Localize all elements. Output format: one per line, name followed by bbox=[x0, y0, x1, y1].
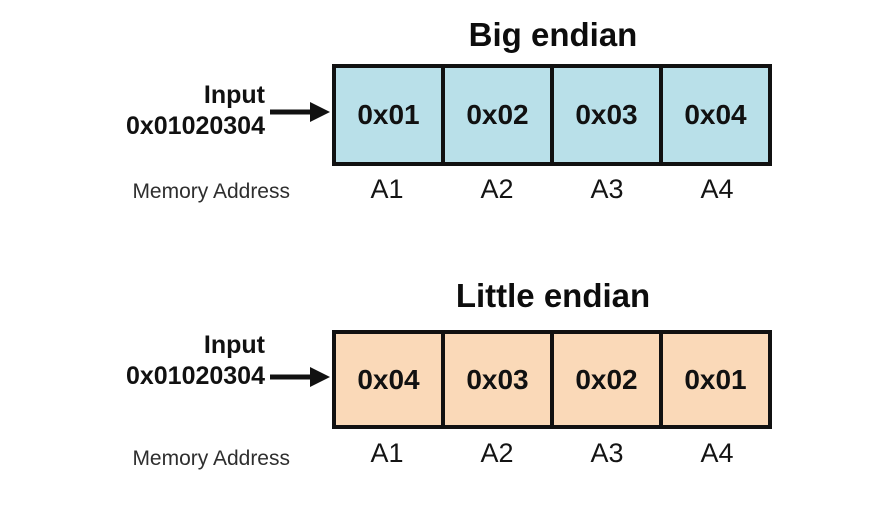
little-endian-address-row: A1 A2 A3 A4 bbox=[332, 438, 772, 469]
right-arrow-icon bbox=[270, 364, 330, 390]
big-endian-input-word: Input bbox=[203, 81, 265, 109]
little-endian-section: Little endian Input 0x01020304 bbox=[0, 265, 893, 510]
right-arrow-icon bbox=[270, 99, 330, 125]
byte-cell: 0x04 bbox=[663, 68, 768, 162]
big-endian-input-block: Input 0x01020304 bbox=[10, 80, 265, 142]
little-endian-input-word: Input bbox=[203, 331, 265, 359]
little-endian-memory-address-label: Memory Address bbox=[132, 447, 290, 470]
little-endian-byte-table: 0x04 0x03 0x02 0x01 bbox=[332, 330, 772, 429]
address-cell: A1 bbox=[370, 438, 404, 468]
address-cell: A4 bbox=[700, 438, 734, 468]
byte-cell: 0x03 bbox=[445, 334, 554, 425]
address-cell: A2 bbox=[480, 438, 514, 468]
byte-cell: 0x02 bbox=[445, 68, 554, 162]
big-endian-address-row: A1 A2 A3 A4 bbox=[332, 174, 772, 205]
byte-cell: 0x03 bbox=[554, 68, 663, 162]
byte-cell: 0x04 bbox=[336, 334, 445, 425]
big-endian-input-value: 0x01020304 bbox=[125, 112, 265, 140]
big-endian-title: Big endian bbox=[468, 16, 638, 53]
address-cell: A3 bbox=[590, 174, 624, 204]
little-endian-title: Little endian bbox=[455, 277, 651, 314]
address-cell: A4 bbox=[700, 174, 734, 204]
little-endian-input-block: Input 0x01020304 bbox=[10, 330, 265, 392]
little-endian-input-value: 0x01020304 bbox=[125, 362, 265, 390]
big-endian-byte-table: 0x01 0x02 0x03 0x04 bbox=[332, 64, 772, 166]
byte-cell: 0x01 bbox=[663, 334, 768, 425]
address-cell: A2 bbox=[480, 174, 514, 204]
address-cell: A1 bbox=[370, 174, 404, 204]
address-cell: A3 bbox=[590, 438, 624, 468]
big-endian-memory-address-label: Memory Address bbox=[132, 180, 290, 203]
byte-cell: 0x01 bbox=[336, 68, 445, 162]
byte-cell: 0x02 bbox=[554, 334, 663, 425]
big-endian-section: Big endian Input 0x01020304 0x01 0x02 0x… bbox=[10, 16, 772, 205]
